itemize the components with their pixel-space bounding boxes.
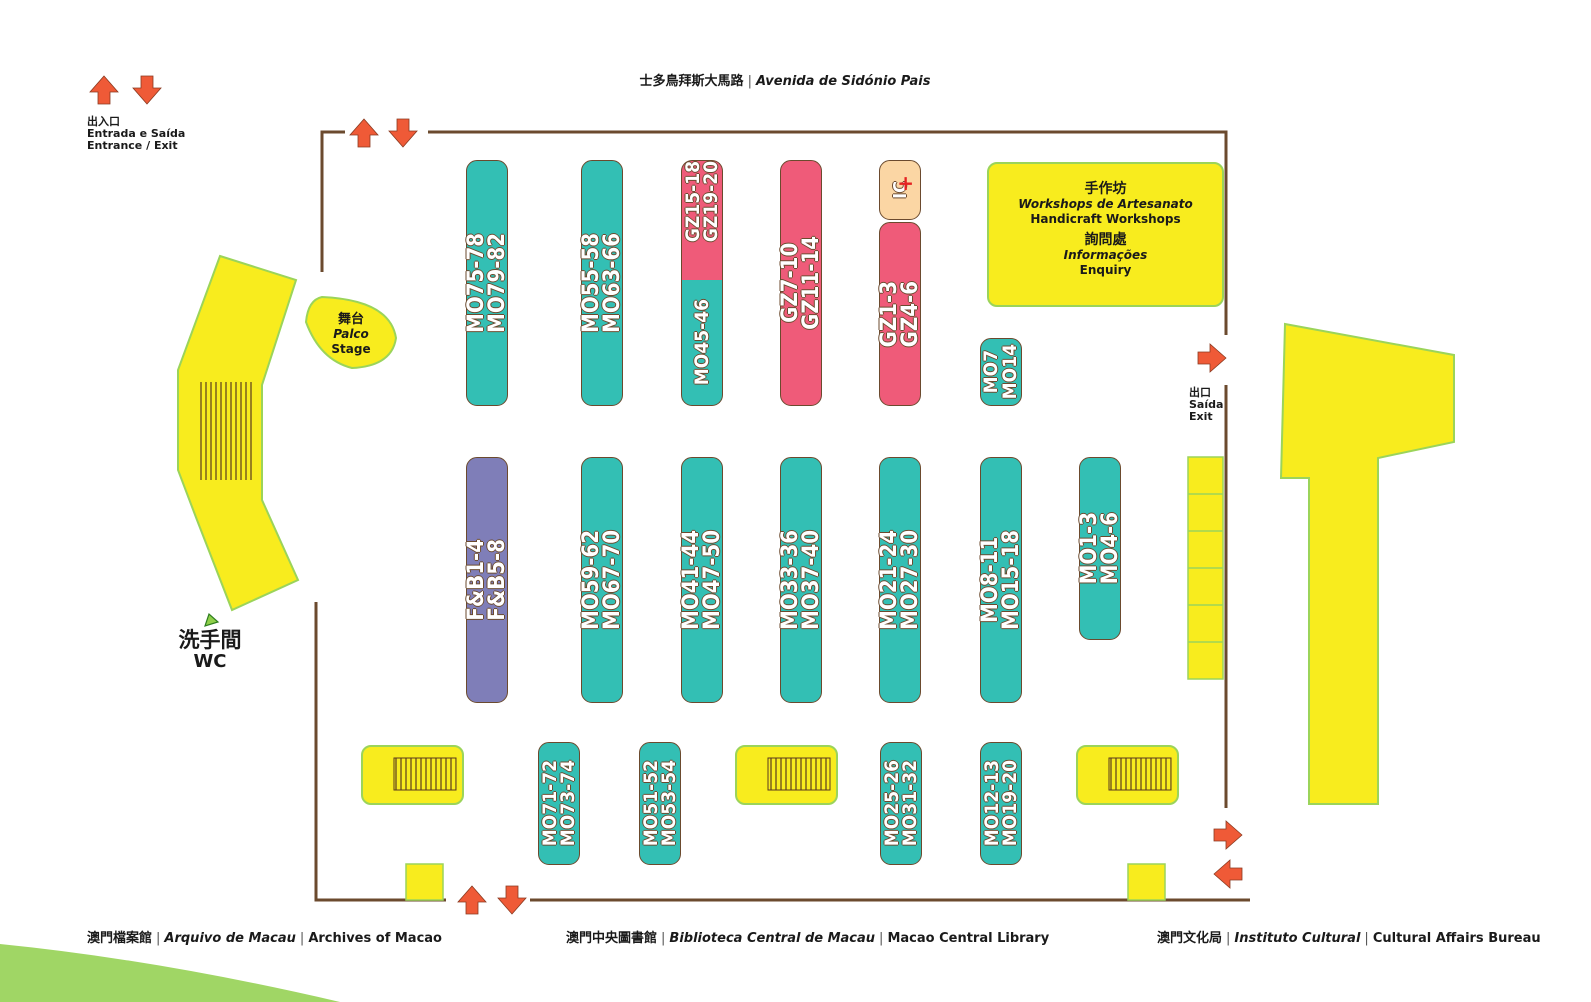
pillar-block [1127,863,1166,901]
stage-area [304,295,398,370]
footer-right-pt: Instituto Cultural [1234,931,1361,946]
booth-label: MO75-78 MO79-82 [464,233,510,333]
booth-fb1-8[interactable]: F&B1-4 F&B5-8 [464,457,510,703]
booth-label: MO59-62 MO67-70 [579,530,625,630]
footer-left-pt: Arquivo de Macau [164,931,296,946]
booth-mo21-30[interactable]: MO21-24 MO27-30 [877,457,923,703]
booth-label: MO25-26 MO31-32 [881,760,921,847]
escalator-icon [361,745,464,805]
booth-mo51-54[interactable]: MO51-52 MO53-54 [639,742,681,865]
booth-gz1-6[interactable]: GZ1-3 GZ4-6 [877,222,923,406]
footer-cultural-affairs-bureau: 澳門文化局|Instituto Cultural|Cultural Affair… [1157,931,1541,946]
entrance-label-pt: Entrada e Saída [87,127,186,140]
workshop-label-pt: Workshops de Artesanato [1018,197,1193,211]
booth-mo33-40[interactable]: MO33-36 MO37-40 [778,457,824,703]
exit-label: 出口 Saída Exit [1189,387,1223,423]
booth-label: GZ1-3 GZ4-6 [877,280,923,348]
enquiry-label-pt: Informações [1063,248,1148,262]
booth-ic-first-aid[interactable]: IC + [879,160,921,220]
footer-left-zh: 澳門檔案館 [87,931,153,946]
stage-label-zh: 舞台 [337,312,364,327]
footer-center-pt: Biblioteca Central de Macau [669,931,876,946]
escalator-icon [1076,745,1179,805]
exit-label-pt: Saída [1189,398,1224,411]
side-strip-area [1187,456,1224,680]
footer-center-zh: 澳門中央圖書館 [566,931,658,946]
wc-pointer-icon [204,612,220,627]
street-name-pt: Avenida de Sidónio Pais [755,74,931,89]
pillar-block [405,863,444,901]
entrance-arrows-icon [349,118,418,148]
booth-label: MO51-52 MO53-54 [640,760,680,847]
footer-archives-of-macao: 澳門檔案館|Arquivo de Macau|Archives of Macao [87,931,442,946]
booth-gz15-20[interactable]: GZ15-18 GZ19-20 [681,160,723,280]
street-name: 士多鳥拜斯大馬路|Avenida de Sidónio Pais [639,74,931,89]
footer-center-en: Macao Central Library [887,931,1050,946]
first-aid-cross-icon: + [897,171,914,195]
entrance-label: 出入口 Entrada e Saída Entrance / Exit [87,116,185,152]
footer-macao-central-library: 澳門中央圖書館|Biblioteca Central de Macau|Maca… [566,931,1050,946]
booth-mo75-82[interactable]: MO75-78 MO79-82 [464,160,510,406]
stage-label-en: Stage [331,342,371,356]
footer-left-en: Archives of Macao [308,931,442,946]
left-escalator-icon [200,382,254,480]
enquiry-label-en: Enquiry [1079,263,1132,277]
entrance-label-en: Entrance / Exit [87,139,178,152]
right-corridor-area [1279,322,1455,805]
workshop-label-en: Handicraft Workshops [1030,212,1181,226]
booth-label: MO33-36 MO37-40 [778,530,824,630]
footer-right-en: Cultural Affairs Bureau [1372,931,1541,946]
booth-label: MO12-13 MO19-20 [981,760,1021,847]
booth-label: F&B1-4 F&B5-8 [464,539,510,621]
booth-mo25-32[interactable]: MO25-26 MO31-32 [880,742,922,865]
booth-mo1-6[interactable]: MO1-3 MO4-6 [1077,457,1123,640]
wc-label-en: WC [193,651,227,672]
street-name-zh: 士多鳥拜斯大馬路 [639,74,744,89]
booth-label: MO8-11 MO15-18 [978,530,1024,630]
booth-mo41-50[interactable]: MO41-44 MO47-50 [679,457,725,703]
decorative-leaf-corner [0,944,340,1002]
booth-label: MO71-72 MO73-74 [539,760,579,847]
workshop-enquiry-area: 手作坊 Workshops de Artesanato Handicraft W… [987,162,1224,307]
stage-label: 舞台 Palco Stage [318,312,384,357]
stage-label-pt: Palco [333,327,369,341]
enquiry-label-zh: 詢問處 [1084,232,1127,248]
exit-arrow-icon [1213,820,1243,850]
entrance-arrows-icon [89,75,162,105]
workshop-label-zh: 手作坊 [1084,181,1127,197]
booth-mo7-14[interactable]: MO7 MO14 [980,338,1022,406]
exit-label-zh: 出口 [1189,386,1211,399]
exit-arrow-icon [1197,343,1227,373]
footer-right-zh: 澳門文化局 [1157,931,1223,946]
booth-label: MO7 MO14 [980,344,1021,400]
booth-mo12-20[interactable]: MO12-13 MO19-20 [980,742,1022,865]
booth-mo59-70[interactable]: MO59-62 MO67-70 [579,457,625,703]
entrance-arrows-icon [457,885,527,915]
booth-mo55-66[interactable]: MO55-58 MO63-66 [579,160,625,406]
booth-label: MO45-46 [691,299,713,386]
booth-mo8-18[interactable]: MO8-11 MO15-18 [978,457,1024,703]
booth-label: MO1-3 MO4-6 [1077,512,1123,585]
exit-arrow-icon [1213,859,1243,889]
escalator-icon [735,745,838,805]
booth-label: MO41-44 MO47-50 [679,530,725,630]
exit-label-en: Exit [1189,410,1213,423]
booth-label: MO21-24 MO27-30 [877,530,923,630]
entrance-label-zh: 出入口 [87,115,120,128]
booth-label: GZ7-10 GZ11-14 [778,236,824,330]
wc-label-zh: 洗手間 [178,628,242,652]
booth-gz7-14[interactable]: GZ7-10 GZ11-14 [778,160,824,406]
booth-mo45-46[interactable]: MO45-46 [681,280,723,406]
wc-label: 洗手間 WC [170,628,250,672]
booth-label: GZ15-18 GZ19-20 [682,161,722,243]
booth-mo71-74[interactable]: MO71-72 MO73-74 [538,742,580,865]
booth-label: MO55-58 MO63-66 [579,233,625,333]
